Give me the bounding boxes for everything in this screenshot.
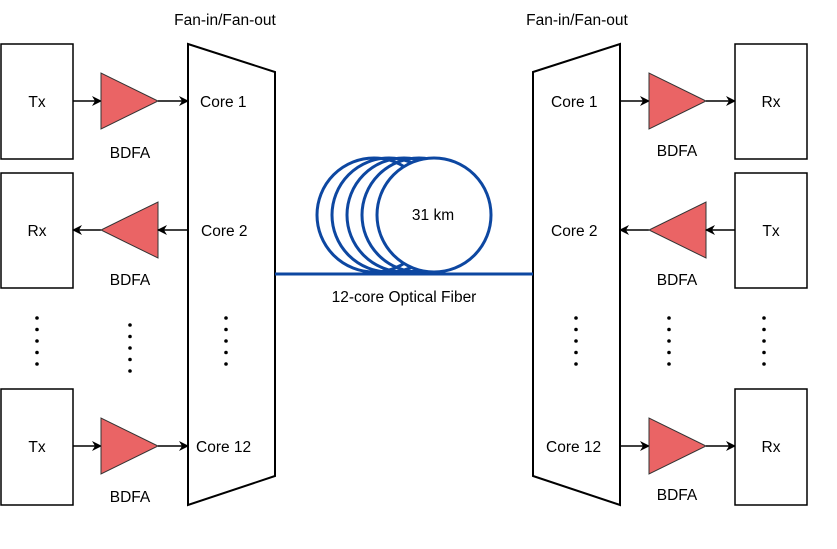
right-row-core-12: Core 12 BDFA Rx <box>546 388 808 506</box>
ellipsis-dot <box>574 362 578 366</box>
core-label: Core 2 <box>201 223 248 240</box>
fiber-length-label: 31 km <box>412 207 454 224</box>
ellipsis-dot <box>667 316 671 320</box>
left-row-core-1: Tx BDFA Core 1 <box>0 43 247 162</box>
ellipsis-dot <box>762 327 766 332</box>
ellipsis-dots <box>35 316 766 373</box>
bdfa-label: BDFA <box>657 487 698 504</box>
ellipsis-dot <box>224 316 228 320</box>
right-terminal-label: Rx <box>762 94 781 111</box>
ellipsis-dot <box>667 362 671 366</box>
ellipsis-dot <box>224 339 228 343</box>
left-rx-box <box>0 172 74 289</box>
right-fan-in-fan-out-device <box>532 42 621 507</box>
left-tx-box <box>0 43 74 160</box>
fiber-coil <box>315 156 493 274</box>
bdfa-amplifier-icon <box>100 417 160 475</box>
ellipsis-dot <box>35 316 39 320</box>
bdfa-amplifier-icon <box>648 417 708 475</box>
ellipsis-dot <box>35 350 39 355</box>
ellipsis-dot <box>762 362 766 366</box>
core-label: Core 2 <box>551 223 598 240</box>
ellipsis-dot <box>574 339 578 343</box>
right-row-core-2: Core 2 BDFA Tx <box>551 172 808 289</box>
left-terminal-label: Tx <box>28 94 45 111</box>
core-label: Core 12 <box>196 439 251 456</box>
ellipsis-dot <box>574 350 578 355</box>
ellipsis-dot <box>224 327 228 332</box>
core-label: Core 12 <box>546 439 601 456</box>
ellipsis-dot <box>224 362 228 366</box>
left-row-core-12: Tx BDFA Core 12 <box>0 388 251 506</box>
ellipsis-dot <box>224 350 228 355</box>
left-terminal-label: Tx <box>28 439 45 456</box>
ellipsis-dot <box>574 316 578 320</box>
right-fan-in-fan-out-title: Fan-in/Fan-out <box>526 12 628 29</box>
ellipsis-dot <box>574 327 578 332</box>
ellipsis-dot <box>128 346 132 350</box>
ellipsis-dot <box>35 339 39 343</box>
ellipsis-dot <box>762 350 766 355</box>
ellipsis-dot <box>128 334 132 339</box>
core-label: Core 1 <box>551 94 598 111</box>
ellipsis-dot <box>128 369 132 373</box>
right-terminal-label: Tx <box>762 223 779 240</box>
bdfa-amplifier-icon <box>100 72 160 130</box>
left-tx-box <box>0 388 74 506</box>
bdfa-amplifier-icon <box>99 201 159 259</box>
core-label: Core 1 <box>200 94 247 111</box>
right-tx-box <box>734 172 808 289</box>
fiber-coil-turn <box>375 156 493 274</box>
bdfa-label: BDFA <box>657 272 698 289</box>
bdfa-amplifier-icon <box>647 201 707 259</box>
bdfa-label: BDFA <box>110 489 151 506</box>
right-row-core-1: Core 1 BDFA Rx <box>551 43 808 160</box>
right-rx-box <box>734 43 808 160</box>
ellipsis-dot <box>128 323 132 327</box>
ellipsis-dot <box>35 327 39 332</box>
ellipsis-dot <box>35 362 39 366</box>
right-rx-box <box>734 388 808 506</box>
ellipsis-dot <box>128 357 132 362</box>
right-terminal-label: Rx <box>762 439 781 456</box>
bdfa-label: BDFA <box>657 143 698 160</box>
bdfa-label: BDFA <box>110 145 151 162</box>
ellipsis-dot <box>667 339 671 343</box>
fiber-caption: 12-core Optical Fiber <box>332 289 477 306</box>
ellipsis-dot <box>762 316 766 320</box>
left-fan-in-fan-out-title: Fan-in/Fan-out <box>174 12 276 29</box>
bdfa-amplifier-icon <box>648 72 708 130</box>
ellipsis-dot <box>667 350 671 355</box>
left-fan-in-fan-out-device <box>187 42 276 507</box>
ellipsis-dot <box>762 339 766 343</box>
left-terminal-label: Rx <box>28 223 47 240</box>
ellipsis-dot <box>667 327 671 332</box>
bdfa-label: BDFA <box>110 272 151 289</box>
left-row-core-2: Rx BDFA Core 2 <box>0 172 248 289</box>
